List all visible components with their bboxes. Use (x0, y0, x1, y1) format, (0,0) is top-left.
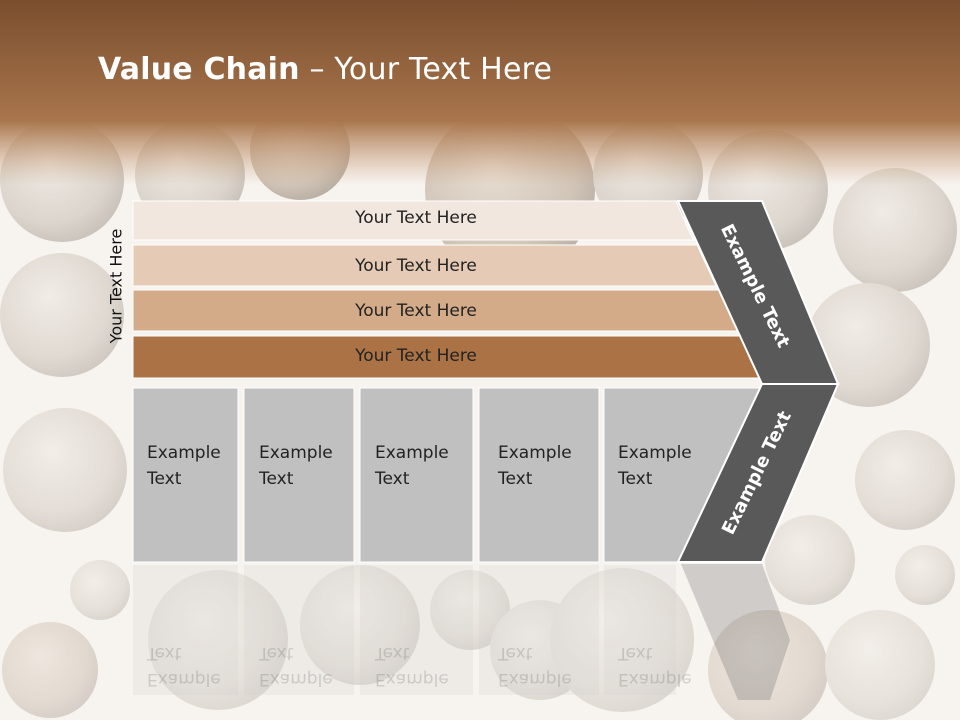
activity-box-3 (359, 387, 474, 563)
row-label-3: Your Text Here (355, 301, 477, 321)
box-reflection-4: Example Text (498, 643, 572, 689)
box-label-4: Example Text (498, 443, 572, 489)
box-label-2: Example Text (259, 443, 333, 489)
row-label-2: Your Text Here (355, 256, 477, 276)
row-label-1: Your Text Here (355, 208, 477, 228)
box-reflection-2: Example Text (259, 643, 333, 689)
activity-boxes (132, 387, 763, 563)
side-label: Your Text Here (106, 228, 126, 344)
title-rest-part: – Your Text Here (299, 52, 553, 87)
title-bold-part: Value Chain (98, 52, 300, 87)
value-chain-rows (132, 200, 763, 379)
box-label-3: Example Text (375, 443, 449, 489)
box-label-5: Example Text (618, 443, 692, 489)
box-reflection-3: Example Text (375, 643, 449, 689)
margin-chevron (676, 200, 840, 563)
chevron-lower (676, 383, 840, 563)
activity-box-1 (132, 387, 239, 563)
activity-box-4 (478, 387, 600, 563)
page-title: Value Chain – Your Text Here (98, 52, 552, 87)
box-reflection-1: Example Text (147, 643, 221, 689)
row-label-4: Your Text Here (355, 346, 477, 366)
row-bar-1 (132, 200, 694, 241)
box-label-1: Example Text (147, 443, 221, 489)
box-reflection-5: Example Text (618, 643, 692, 689)
activity-box-2 (243, 387, 355, 563)
